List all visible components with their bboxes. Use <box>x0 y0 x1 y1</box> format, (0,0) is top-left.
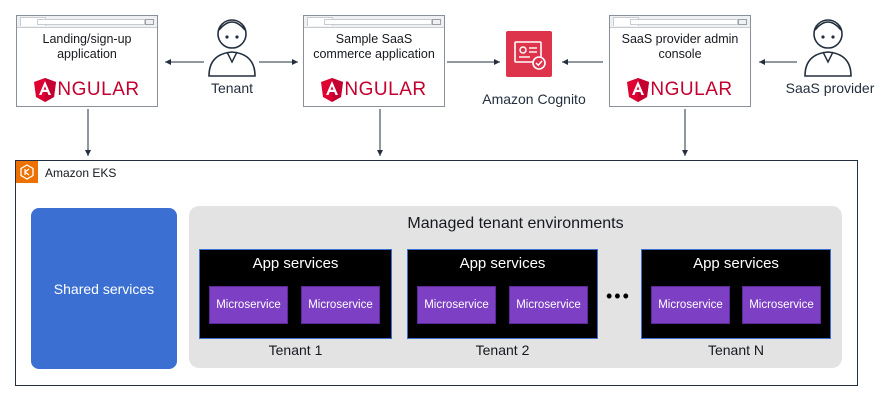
ellipsis: ••• <box>606 286 631 306</box>
angular-logo: NGULAR <box>17 78 157 102</box>
angular-wordmark: NGULAR <box>57 79 140 100</box>
tenant-1-app-services: App services Microservice Microservice <box>199 249 392 339</box>
landing-app-title: Landing/sign-up application <box>42 32 132 61</box>
angular-logo: NGULAR <box>304 78 444 102</box>
app-services-header: App services <box>693 255 779 272</box>
microservice-box: Microservice <box>651 286 730 324</box>
browser-toolbar <box>304 16 444 28</box>
shared-services-box: Shared services <box>31 208 177 369</box>
cognito-label: Amazon Cognito <box>482 91 586 107</box>
saas-provider-user-icon <box>804 19 852 77</box>
landing-browser-window: Landing/sign-up application NGULAR <box>16 15 158 107</box>
saas-provider-label: SaaS provider <box>785 80 875 96</box>
microservice-box: Microservice <box>742 286 821 324</box>
angular-icon <box>321 78 344 102</box>
tenant-2-label: Tenant 2 <box>475 342 530 358</box>
app-services-header: App services <box>459 255 546 272</box>
app-services-header: App services <box>252 255 339 272</box>
tenant-label: Tenant <box>210 80 254 96</box>
tenant-n-label: Tenant N <box>707 342 765 358</box>
saas-app-title: Sample SaaS commerce application <box>313 32 435 61</box>
tenant-n-app-services: App services Microservice Microservice <box>641 249 831 339</box>
tenant-1-label: Tenant 1 <box>268 342 323 358</box>
microservice-box: Microservice <box>509 286 588 324</box>
angular-icon <box>627 78 650 102</box>
cognito-icon <box>506 31 552 77</box>
microservice-box: Microservice <box>301 286 380 324</box>
browser-toolbar <box>610 16 750 28</box>
angular-icon <box>34 78 57 102</box>
saas-app-browser-window: Sample SaaS commerce application NGULAR <box>303 15 445 107</box>
angular-wordmark: NGULAR <box>344 79 427 100</box>
tenant-user-icon <box>208 19 256 77</box>
eks-icon <box>16 161 38 183</box>
managed-tenant-environments-title: Managed tenant environments <box>407 215 624 232</box>
tenant-2-app-services: App services Microservice Microservice <box>407 249 598 339</box>
angular-logo: NGULAR <box>610 78 750 102</box>
angular-wordmark: NGULAR <box>650 79 733 100</box>
browser-toolbar <box>17 16 157 28</box>
eks-label: Amazon EKS <box>45 166 117 180</box>
shared-services-label: Shared services <box>53 280 155 297</box>
microservice-box: Microservice <box>417 286 496 324</box>
microservice-box: Microservice <box>209 286 288 324</box>
admin-console-browser-window: SaaS provider admin console NGULAR <box>609 15 751 107</box>
admin-console-title: SaaS provider admin console <box>621 32 739 61</box>
